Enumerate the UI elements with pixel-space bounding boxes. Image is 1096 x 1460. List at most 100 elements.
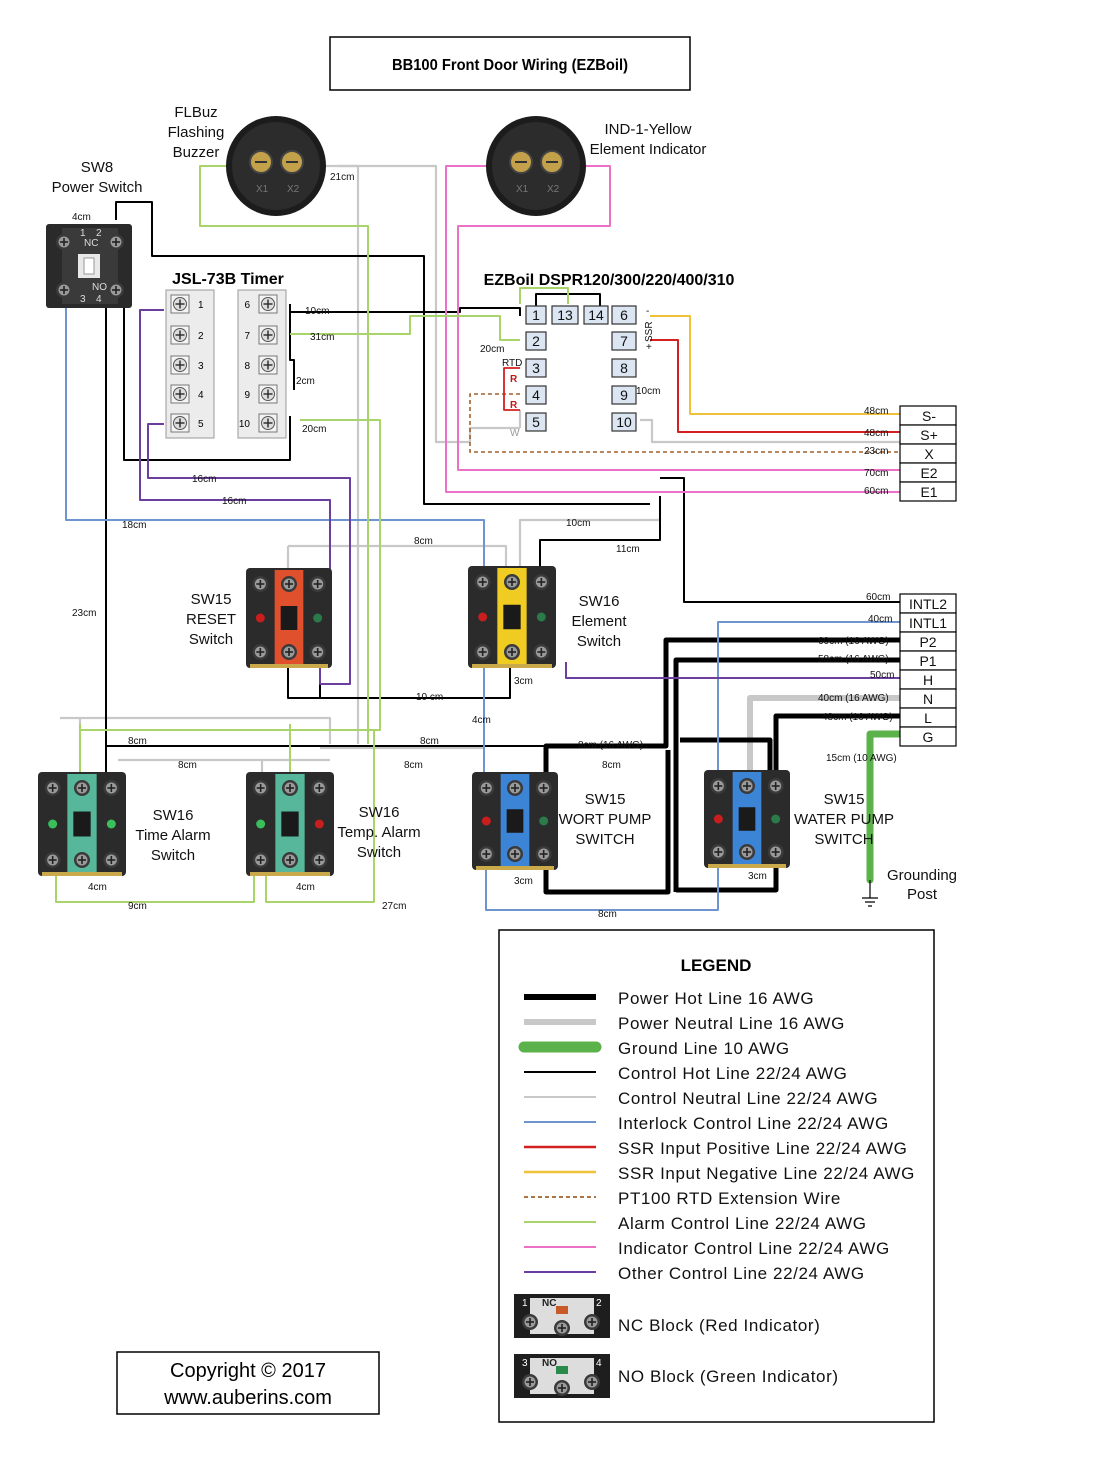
controller-terminal-14: 14 bbox=[583, 305, 609, 325]
controller-terminal-number: 14 bbox=[588, 307, 604, 323]
timer-terminal-number: 10 bbox=[239, 419, 251, 430]
ssr-mark: SSR bbox=[644, 321, 655, 342]
terminal-x1: X1 bbox=[516, 184, 529, 195]
wire-label: 8cm bbox=[404, 760, 423, 771]
legend-item: Interlock Control Line 22/24 AWG bbox=[524, 1114, 889, 1133]
controller-terminal-number: 13 bbox=[557, 307, 573, 323]
wire-label: 60cm (16 AWG) bbox=[818, 636, 889, 647]
terminal-label: S+ bbox=[920, 427, 938, 443]
reset-switch bbox=[246, 568, 332, 668]
legend-label: Interlock Control Line 22/24 AWG bbox=[618, 1114, 889, 1133]
element-switch-label: Switch bbox=[577, 633, 621, 650]
terminal-label: INTL1 bbox=[909, 615, 947, 631]
legend-label: Indicator Control Line 22/24 AWG bbox=[618, 1239, 890, 1258]
wire-label: 8cm (16 AWG) bbox=[578, 740, 643, 751]
temp-alarm-switch bbox=[246, 772, 334, 876]
water-pump-switch bbox=[704, 770, 790, 868]
grounding-post-label: Post bbox=[907, 886, 938, 903]
controller-terminal-9: 9 bbox=[611, 385, 637, 405]
legend-label: Control Neutral Line 22/24 AWG bbox=[618, 1089, 878, 1108]
ssr-minus: - bbox=[646, 306, 649, 317]
sw8-mark-4: 4 bbox=[96, 294, 102, 305]
terminal-n: N bbox=[899, 688, 957, 709]
wire-label: 3cm bbox=[514, 676, 533, 687]
legend-label: SSR Input Negative Line 22/24 AWG bbox=[618, 1164, 915, 1183]
sw8-mark-1: 1 bbox=[80, 228, 86, 239]
wort-pump-switch-label: WORT PUMP bbox=[559, 811, 652, 828]
wire-label: 4cm bbox=[72, 212, 91, 223]
wire-label: 20cm bbox=[480, 344, 504, 355]
controller-terminal-7: 7 bbox=[611, 331, 637, 351]
terminal-x2: X2 bbox=[547, 184, 560, 195]
legend-label: Power Neutral Line 16 AWG bbox=[618, 1014, 845, 1033]
wire-label: 3cm bbox=[514, 876, 533, 887]
controller-label: EZBoil DSPR120/300/220/400/310 bbox=[484, 272, 735, 289]
reset-switch-label: Switch bbox=[189, 631, 233, 648]
indicator-label: IND-1-Yellow bbox=[605, 121, 692, 138]
wire-label: 16cm bbox=[192, 474, 216, 485]
wire-label: 16cm bbox=[222, 496, 246, 507]
no-mark: 4 bbox=[596, 1358, 602, 1369]
controller-terminal-number: 6 bbox=[620, 307, 628, 323]
water-pump-switch-label: SWITCH bbox=[814, 831, 873, 848]
timer-terminal-number: 9 bbox=[244, 390, 250, 401]
wire-label: 8cm bbox=[598, 909, 617, 920]
sw8-nc-mark: NC bbox=[84, 238, 98, 249]
timer-terminal-number: 4 bbox=[198, 390, 204, 401]
wire-label: 4cm bbox=[296, 882, 315, 893]
nc-block-sample: 1 NC 2 bbox=[514, 1294, 610, 1338]
timer-terminal-4: 4 bbox=[170, 384, 204, 404]
wire-label: 8cm bbox=[414, 536, 433, 547]
time-alarm-switch-label: Switch bbox=[151, 847, 195, 864]
controller-terminal-number: 3 bbox=[532, 360, 540, 376]
legend-item: Control Hot Line 22/24 AWG bbox=[524, 1064, 847, 1083]
wire-label: 10cm bbox=[636, 386, 660, 397]
terminal-label: N bbox=[923, 691, 933, 707]
controller-terminal-6: 6 bbox=[611, 305, 637, 325]
controller-terminal-3: 3 bbox=[525, 358, 547, 378]
wire-label: 40cm bbox=[868, 614, 892, 625]
timer-terminal-7: 7 bbox=[244, 325, 278, 345]
wort-pump-switch-label: SW15 bbox=[585, 791, 626, 808]
terminal-p2: P2 bbox=[899, 631, 957, 652]
legend-item: SSR Input Negative Line 22/24 AWG bbox=[524, 1164, 915, 1183]
timer-terminal-number: 2 bbox=[198, 331, 204, 342]
no-mark: 3 bbox=[522, 1358, 528, 1369]
terminal-x2: X2 bbox=[287, 184, 300, 195]
time-alarm-switch bbox=[38, 772, 126, 876]
terminal-x1: X1 bbox=[256, 184, 269, 195]
wire-label: 70cm bbox=[864, 468, 888, 479]
controller-terminal-10: 10 bbox=[611, 412, 637, 432]
element-switch bbox=[468, 566, 556, 668]
wire-label: 8cm bbox=[178, 760, 197, 771]
buzzer-label: FLBuz bbox=[174, 104, 217, 121]
terminal-g: G bbox=[899, 726, 957, 747]
controller-terminal-4: 4 bbox=[525, 385, 547, 405]
wire-label: 8cm bbox=[420, 736, 439, 747]
controller-terminal-number: 4 bbox=[532, 387, 540, 403]
wire-label: 60cm bbox=[864, 486, 888, 497]
copyright-box: Copyright © 2017 www.auberins.com bbox=[116, 1351, 380, 1415]
water-pump-switch-label: WATER PUMP bbox=[794, 811, 894, 828]
wire-label: 3cm bbox=[748, 871, 767, 882]
nc-mark: NC bbox=[542, 1298, 556, 1309]
legend-label: SSR Input Positive Line 22/24 AWG bbox=[618, 1139, 907, 1158]
no-block-sample: 3 NO 4 bbox=[514, 1354, 610, 1398]
wire-label: 60cm bbox=[866, 592, 890, 603]
controller-terminal-13: 13 bbox=[551, 305, 579, 325]
legend-item: Power Neutral Line 16 AWG bbox=[524, 1014, 845, 1033]
timer-terminal-number: 6 bbox=[244, 300, 250, 311]
ssr-plus: + bbox=[646, 342, 652, 353]
controller-terminal-1: 1 bbox=[525, 305, 547, 325]
time-alarm-switch-label: SW16 bbox=[153, 807, 194, 824]
terminal-x: X bbox=[899, 443, 957, 464]
element-switch-label: SW16 bbox=[579, 593, 620, 610]
controller-terminal-8: 8 bbox=[611, 358, 637, 378]
timer-terminal-number: 7 bbox=[244, 331, 250, 342]
wire-label: 48cm bbox=[864, 406, 888, 417]
legend-label: Other Control Line 22/24 AWG bbox=[618, 1264, 865, 1283]
controller-terminal-number: 9 bbox=[620, 387, 628, 403]
